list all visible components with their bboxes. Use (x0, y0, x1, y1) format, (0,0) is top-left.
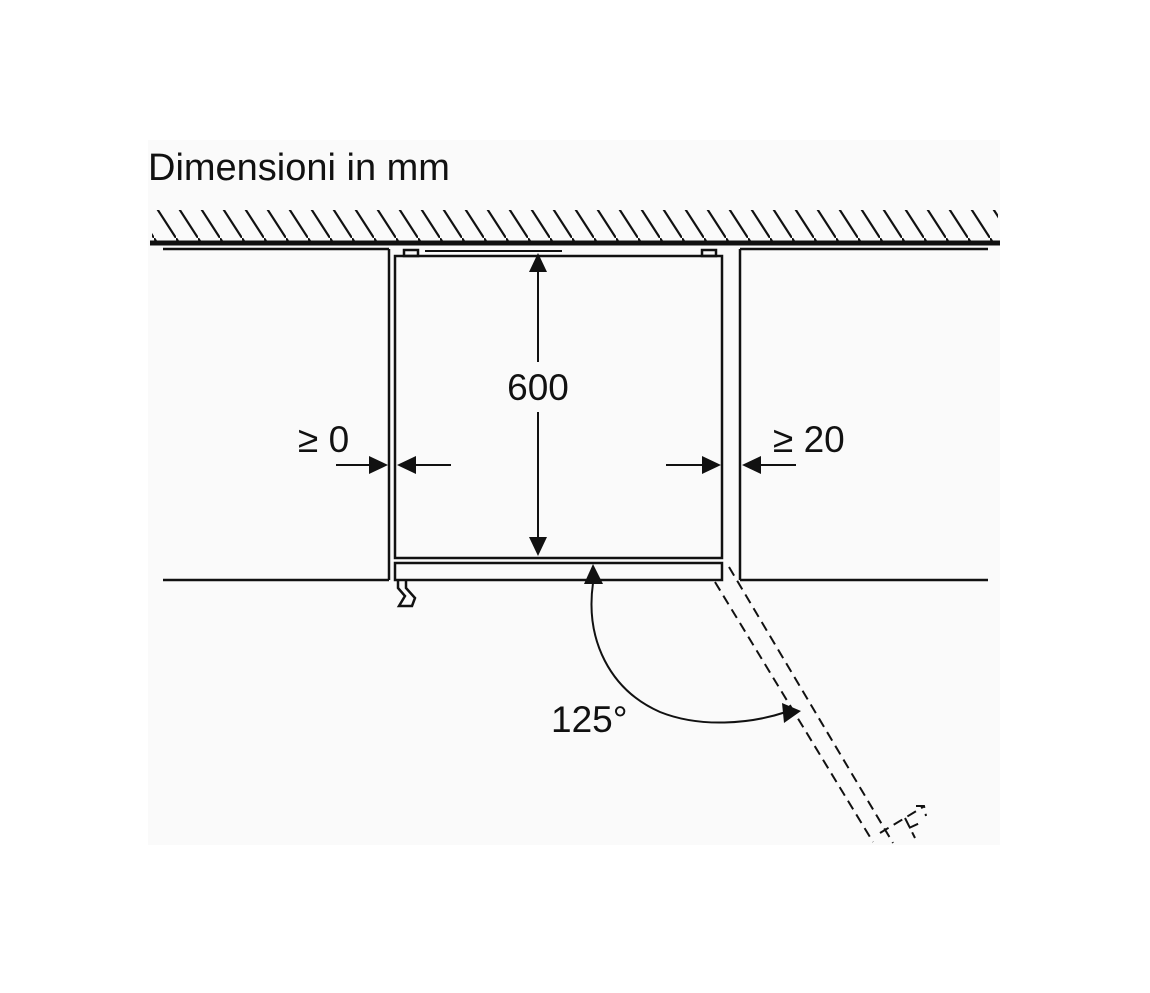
wall-hatching (152, 210, 998, 242)
right-cabinet (738, 247, 988, 582)
left-spacer (402, 248, 420, 258)
door-angle-label: 125° (551, 699, 628, 740)
depth-dimension (529, 253, 547, 556)
left-cabinet (163, 247, 391, 582)
right-gap-dimension (666, 456, 796, 474)
arc-arrowhead-start (584, 564, 603, 584)
arc-arrowhead-end (782, 703, 801, 723)
left-gap-dimension (336, 456, 451, 474)
appliance-door (393, 561, 724, 582)
door-angle-arc (584, 564, 801, 724)
depth-label: 600 (507, 367, 569, 408)
drawing-panel (148, 140, 1000, 845)
page-title: Dimensioni in mm (148, 147, 450, 189)
right-gap-label: ≥ 20 (773, 419, 845, 460)
door-handle (396, 581, 417, 608)
arrowhead-down (529, 537, 547, 556)
left-gap-label: ≥ 0 (298, 419, 349, 460)
wall (150, 210, 1000, 246)
appliance-body (393, 248, 724, 582)
right-spacer (700, 248, 718, 258)
arrowhead-up (529, 253, 547, 272)
